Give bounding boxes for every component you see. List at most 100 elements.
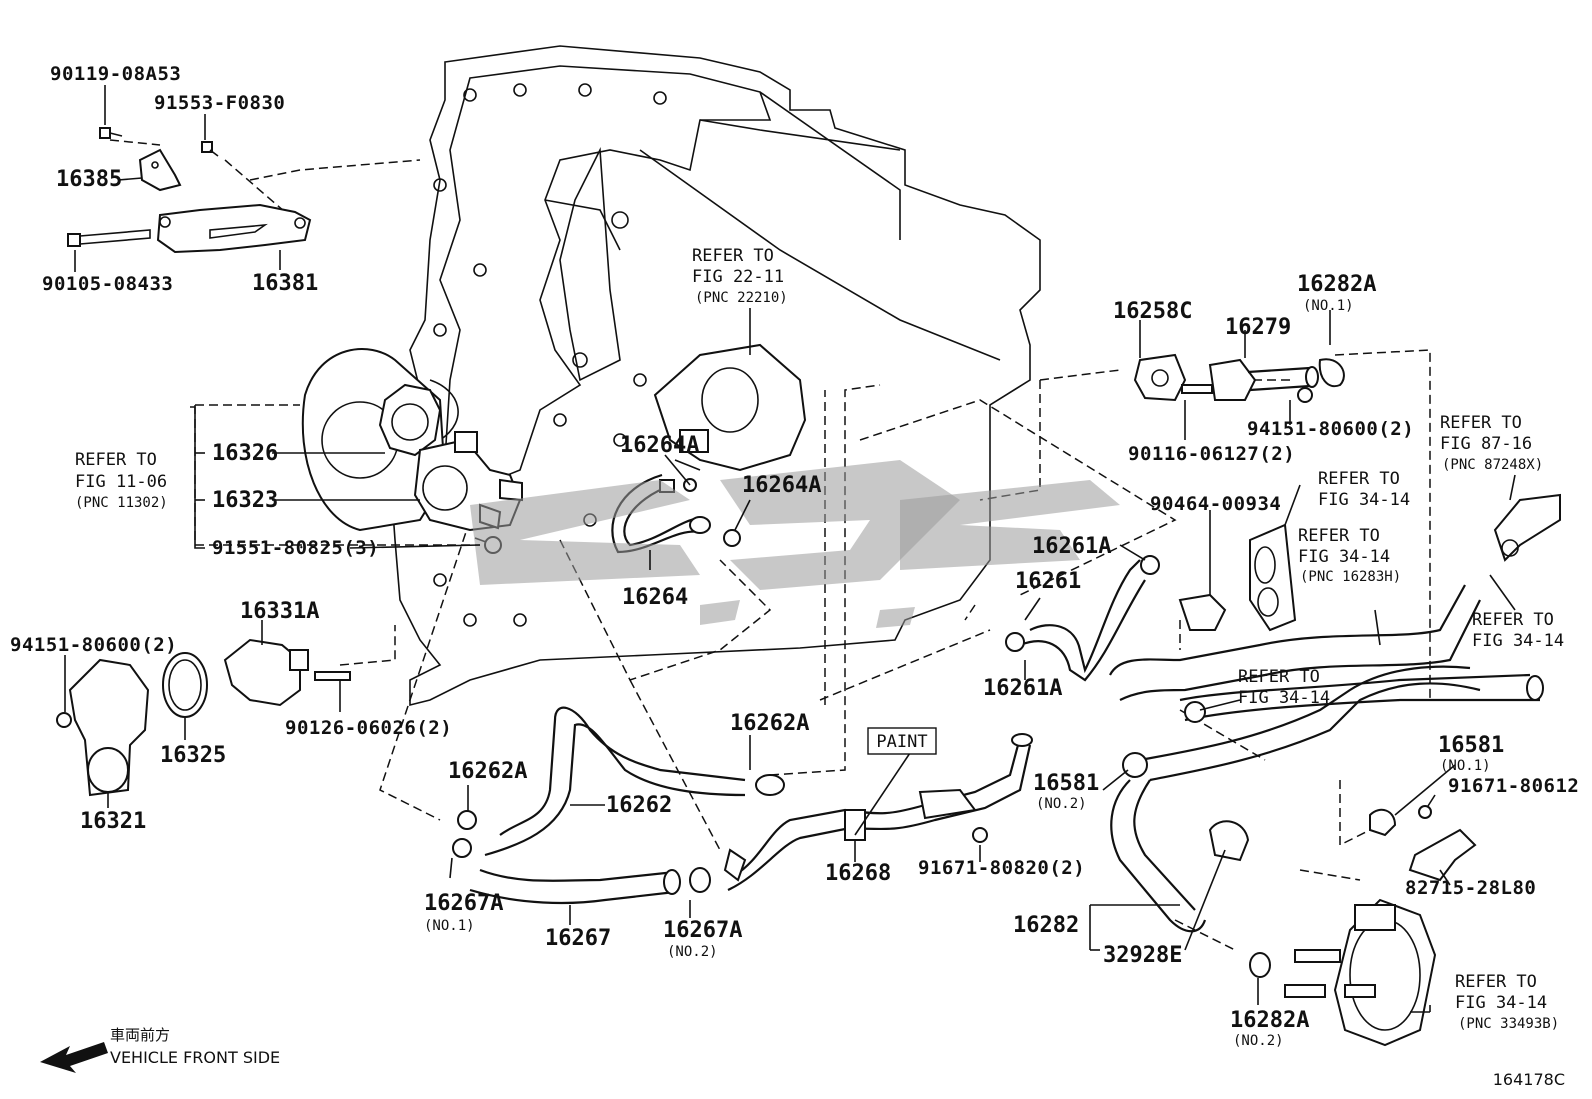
svg-text:(PNC 87248X): (PNC 87248X) xyxy=(1442,457,1543,473)
bracket-16385 xyxy=(138,148,182,192)
stud-90126 xyxy=(314,671,351,681)
label-91553-F0830: 91553-F0830 xyxy=(154,92,285,114)
label-90126-06026: 90126-06026(2) xyxy=(285,717,452,739)
bolt-91671-80612 xyxy=(1418,805,1432,819)
label-16261A-1: 16261A xyxy=(1032,534,1111,559)
ref-fig-34-14-a: REFER TO FIG 34-14 xyxy=(1318,469,1410,510)
svg-text:PAINT: PAINT xyxy=(876,732,927,752)
label-90119-08A53: 90119-08A53 xyxy=(50,63,181,85)
leader-lines xyxy=(64,85,1516,1013)
svg-text:(PNC 11302): (PNC 11302) xyxy=(75,495,168,511)
label-90116-06127: 90116-06127(2) xyxy=(1128,443,1295,465)
label-16282A-no1-sub: (NO.1) xyxy=(1303,298,1354,314)
svg-text:FIG 34-14: FIG 34-14 xyxy=(1455,993,1547,1013)
hose-16262 xyxy=(484,706,785,857)
label-16267A-2: 16267A xyxy=(663,918,742,943)
label-16267: 16267 xyxy=(545,926,611,951)
label-16581-no1-sub: (NO.1) xyxy=(1440,758,1491,774)
label-82715-28L80: 82715-28L80 xyxy=(1405,877,1536,899)
label-16279: 16279 xyxy=(1225,315,1291,340)
svg-text:FIG 34-14: FIG 34-14 xyxy=(1238,688,1330,708)
svg-text:FIG 11-06: FIG 11-06 xyxy=(75,472,167,492)
bolt-91553 xyxy=(201,141,219,157)
gasket-16326 xyxy=(378,383,442,457)
ref-fig-34-14-c: REFER TO FIG 34-14 xyxy=(1238,667,1330,708)
bracket-16381 xyxy=(156,203,312,254)
label-16381: 16381 xyxy=(252,271,318,296)
label-16331A: 16331A xyxy=(240,599,319,624)
paint-label: PAINT xyxy=(867,727,937,755)
svg-text:REFER TO: REFER TO xyxy=(1472,610,1554,630)
label-16267A-2-sub: (NO.2) xyxy=(667,944,718,960)
vehicle-front-indicator: 車両前方 VEHICLE FRONT SIDE xyxy=(40,1026,280,1073)
label-16282A-no2: 16282A xyxy=(1230,1008,1309,1033)
label-16264A-2: 16264A xyxy=(742,473,821,498)
label-16282A-no1: 16282A xyxy=(1297,272,1376,297)
part-16283H xyxy=(1249,523,1297,632)
label-16267A-1: 16267A xyxy=(424,891,503,916)
pipe-16279 xyxy=(1208,358,1319,403)
label-91551-80825: 91551-80825(3) xyxy=(212,537,379,559)
ref-fig-34-14-pnc-33493b: REFER TO FIG 34-14 (PNC 33493B) xyxy=(1455,972,1559,1032)
group-bracket xyxy=(190,406,205,549)
hose-upper-right xyxy=(1109,584,1544,723)
hose-16261 xyxy=(1005,555,1160,682)
svg-text:REFER TO: REFER TO xyxy=(75,450,157,470)
arrow-left-icon xyxy=(40,1042,108,1073)
label-16282: 16282 xyxy=(1013,913,1079,938)
svg-text:REFER TO: REFER TO xyxy=(1440,413,1522,433)
label-16264: 16264 xyxy=(622,585,688,610)
label-16326: 16326 xyxy=(212,441,278,466)
label-16262A-1: 16262A xyxy=(730,711,809,736)
clamp-16282A-no2 xyxy=(1249,952,1271,978)
svg-text:REFER TO: REFER TO xyxy=(1455,972,1537,992)
label-94151-80600-right: 94151-80600(2) xyxy=(1247,418,1414,440)
label-16385: 16385 xyxy=(56,167,122,192)
label-90105-08433: 90105-08433 xyxy=(42,273,173,295)
clamp-16581-no1 xyxy=(1369,808,1397,837)
svg-text:FIG 87-16: FIG 87-16 xyxy=(1440,434,1532,454)
label-16268: 16268 xyxy=(825,861,891,886)
clip-90464 xyxy=(1178,593,1227,631)
svg-text:VEHICLE FRONT SIDE: VEHICLE FRONT SIDE xyxy=(110,1048,280,1067)
ref-fig-11-06: REFER TO FIG 11-06 (PNC 11302) xyxy=(75,450,168,511)
label-16262: 16262 xyxy=(606,793,672,818)
label-91671-80820: 91671-80820(2) xyxy=(918,857,1085,879)
gasket-16258C xyxy=(1133,353,1187,402)
label-16264A-1: 16264A xyxy=(620,433,699,458)
svg-text:FIG 34-14: FIG 34-14 xyxy=(1472,631,1564,651)
part-87248X xyxy=(1493,493,1561,562)
gasket-16325 xyxy=(162,652,208,718)
svg-text:REFER TO: REFER TO xyxy=(1238,667,1320,687)
part-labels: 90119-08A53 91553-F0830 16385 90105-0843… xyxy=(10,63,1579,1049)
label-94151-80600-left: 94151-80600(2) xyxy=(10,634,177,656)
svg-text:FIG 34-14: FIG 34-14 xyxy=(1298,547,1390,567)
label-16581-no1: 16581 xyxy=(1438,733,1504,758)
label-91671-80612: 91671-80612 xyxy=(1448,775,1579,797)
svg-text:(PNC 22210): (PNC 22210) xyxy=(695,290,788,306)
hose-16267 xyxy=(469,867,711,905)
svg-text:REFER TO: REFER TO xyxy=(1318,469,1400,489)
svg-text:(PNC 33493B): (PNC 33493B) xyxy=(1458,1016,1559,1032)
svg-text:(PNC 16283H): (PNC 16283H) xyxy=(1300,569,1401,585)
oil-cooler xyxy=(1284,898,1437,1047)
watermark-logo xyxy=(470,460,1120,628)
label-16323: 16323 xyxy=(212,488,278,513)
throttle-body xyxy=(653,343,807,472)
svg-text:FIG 34-14: FIG 34-14 xyxy=(1318,490,1410,510)
bracket-82715 xyxy=(1408,828,1477,882)
bolt-90119 xyxy=(99,127,123,139)
label-16262A-2: 16262A xyxy=(448,759,527,784)
label-16581-no2: 16581 xyxy=(1033,771,1099,796)
clamp-16282A-no1 xyxy=(1318,358,1345,388)
ref-fig-22-11: REFER TO FIG 22-11 (PNC 22210) xyxy=(692,246,788,306)
label-16321: 16321 xyxy=(80,809,146,834)
label-16261A-2: 16261A xyxy=(983,676,1062,701)
label-16581-no2-sub: (NO.2) xyxy=(1036,796,1087,812)
svg-text:FIG 22-11: FIG 22-11 xyxy=(692,267,784,287)
label-16267A-1-sub: (NO.1) xyxy=(424,918,475,934)
ref-fig-34-14-b: REFER TO FIG 34-14 xyxy=(1472,610,1564,651)
pipe-16268 xyxy=(727,733,1033,891)
thermostat-16331A xyxy=(223,638,309,707)
